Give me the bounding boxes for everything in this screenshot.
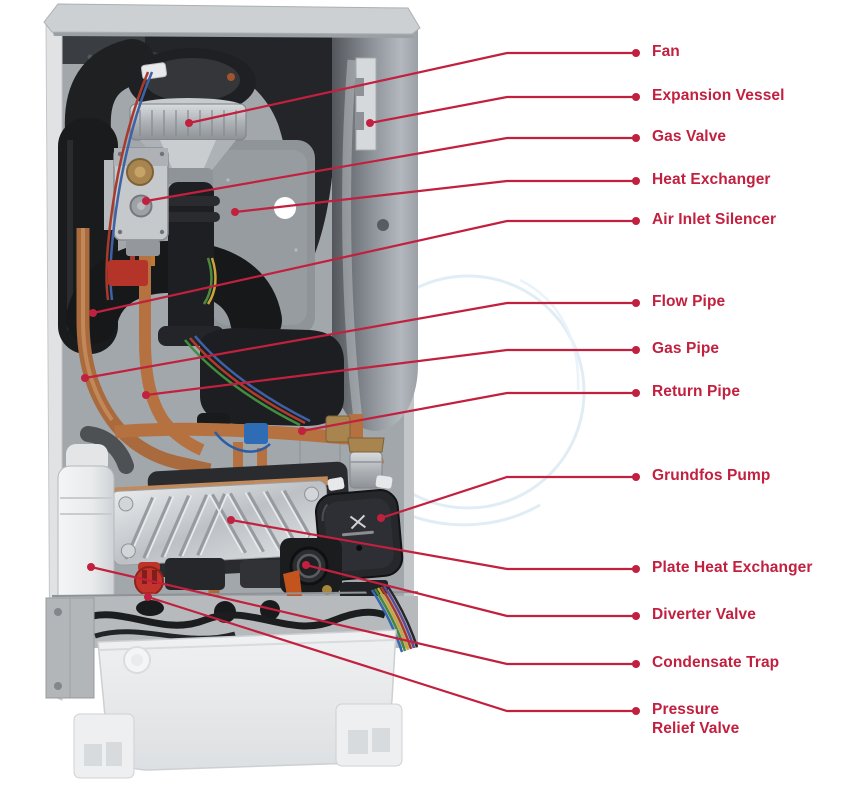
callout-line-gas-pipe [145,348,636,397]
callout-dot-component-plate-heat-exchanger [227,516,235,524]
callout-line-diverter-valve [305,563,636,618]
callout-dot-label-grundfos-pump [632,473,640,481]
callout-line-condensate-trap [90,565,636,666]
callout-dot-label-diverter-valve [632,612,640,620]
callout-dot-component-gas-valve [142,197,150,205]
callout-dot-component-air-inlet-silencer [89,309,97,317]
callout-line-grundfos-pump [380,475,636,520]
callout-line-pressure-relief-valve [147,595,636,713]
case-top-panel [43,3,421,38]
callout-dot-label-fan [632,49,640,57]
callout-line-flow-pipe [84,301,636,380]
callout-dot-component-pressure-relief-valve [144,593,152,601]
callout-dot-label-flow-pipe [632,299,640,307]
callout-line-gas-valve [145,136,636,203]
pipe-clip-red [108,260,148,286]
callout-dot-label-plate-heat-exchanger [632,565,640,573]
callout-dot-component-expansion-vessel [366,119,374,127]
base-chassis [51,591,419,648]
callout-layer [81,49,640,715]
left-bracket [45,597,95,699]
manifold-block [165,558,225,590]
callout-dot-component-heat-exchanger [231,208,239,216]
callout-line-fan [188,51,636,125]
callout-line-expansion-vessel [369,95,636,125]
callout-dot-label-gas-pipe [632,346,640,354]
pipe-clip-blue [244,423,268,444]
callout-dot-component-fan [185,119,193,127]
callout-dot-component-flow-pipe [81,374,89,382]
callout-line-air-inlet-silencer [92,219,636,315]
callout-dot-component-diverter-valve [302,561,310,569]
callout-dot-label-return-pipe [632,389,640,397]
callout-line-heat-exchanger [234,179,636,214]
callout-dot-component-gas-pipe [142,391,150,399]
brass-tee [325,415,351,443]
callout-dot-component-grundfos-pump [377,514,385,522]
callout-dot-component-return-pipe [298,427,306,435]
callout-line-plate-heat-exchanger [230,518,636,571]
callout-dot-label-pressure-relief-valve [632,707,640,715]
callout-dot-label-expansion-vessel [632,93,640,101]
sump [200,328,344,426]
callout-dot-component-condensate-trap [87,563,95,571]
callout-dot-label-condensate-trap [632,660,640,668]
callout-line-return-pipe [301,391,636,433]
callout-dot-label-gas-valve [632,134,640,142]
callout-dot-label-air-inlet-silencer [632,217,640,225]
mounting-feet [73,703,403,779]
callout-dot-label-heat-exchanger [632,177,640,185]
